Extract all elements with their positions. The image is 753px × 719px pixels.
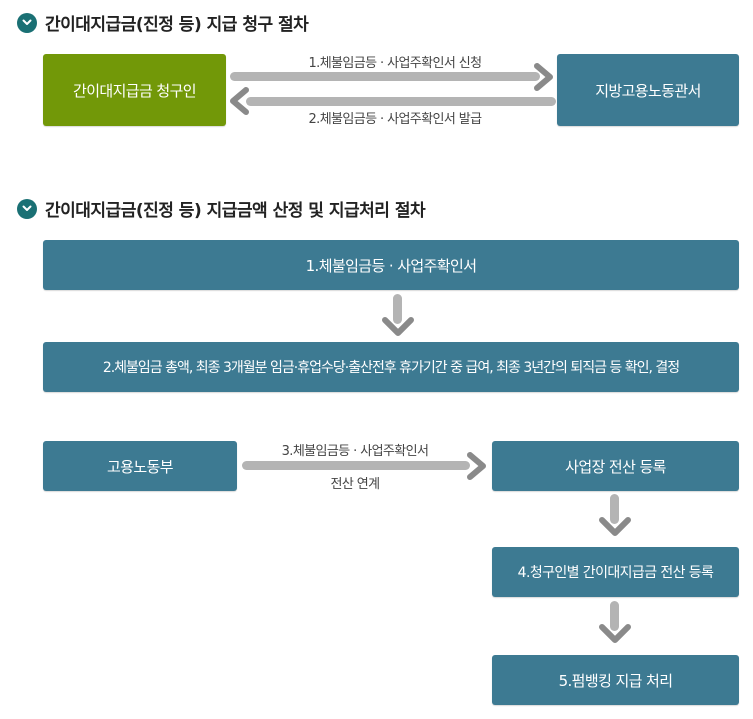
arrow-left-head-icon <box>230 87 249 115</box>
arrow-right-shaft-2 <box>242 461 470 470</box>
arrow-down-shaft-2 <box>610 494 619 524</box>
arrow-label-top: 3.체불임금등 · 사업주확인서 <box>281 444 429 459</box>
workplace-box: 사업장 전산 등록 <box>492 441 739 491</box>
step1-box: 1.체불임금등 · 사업주확인서 <box>43 240 739 290</box>
arrow-down-shaft <box>393 294 402 324</box>
arrow-down-head-icon-2 <box>599 517 631 536</box>
arrow-bottom-label: 2.체불임금등 · 사업주확인서 발급 <box>308 112 482 127</box>
section2-heading: 간이대지급금(진정 등) 지급금액 산정 및 지급처리 절차 <box>17 196 426 221</box>
step4-box: 4.청구인별 간이대지급금 전산 등록 <box>492 547 739 597</box>
arrow-label-bottom: 전산 연계 <box>330 477 381 492</box>
step5-box: 5.펌뱅킹 지급 처리 <box>492 655 739 705</box>
section1-title: 간이대지급금(진정 등) 지급 청구 절차 <box>45 15 309 35</box>
arrow-down-head-icon-3 <box>599 624 631 643</box>
section2-title: 간이대지급금(진정 등) 지급금액 산정 및 지급처리 절차 <box>45 201 426 221</box>
section1-heading: 간이대지급금(진정 등) 지급 청구 절차 <box>17 10 309 35</box>
step2-box: 2.체불임금 총액, 최종 3개월분 임금·휴업수당·출산전후 휴가기간 중 급… <box>43 342 739 392</box>
arrow-left-shaft <box>246 97 556 106</box>
arrow-top-label: 1.체불임금등 · 사업주확인서 신청 <box>308 56 482 71</box>
arrow-right-head-icon-2 <box>467 452 486 480</box>
arrow-down-shaft-3 <box>610 601 619 631</box>
arrow-right-shaft <box>230 72 540 81</box>
chevron-down-icon[interactable] <box>17 198 37 219</box>
arrow-right-head-icon <box>534 63 553 91</box>
ministry-box: 고용노동부 <box>43 441 237 491</box>
claimant-box: 간이대지급금 청구인 <box>43 54 226 126</box>
labor-office-box: 지방고용노동관서 <box>557 54 739 126</box>
arrow-down-head-icon <box>382 317 414 336</box>
chevron-down-icon[interactable] <box>17 12 37 33</box>
